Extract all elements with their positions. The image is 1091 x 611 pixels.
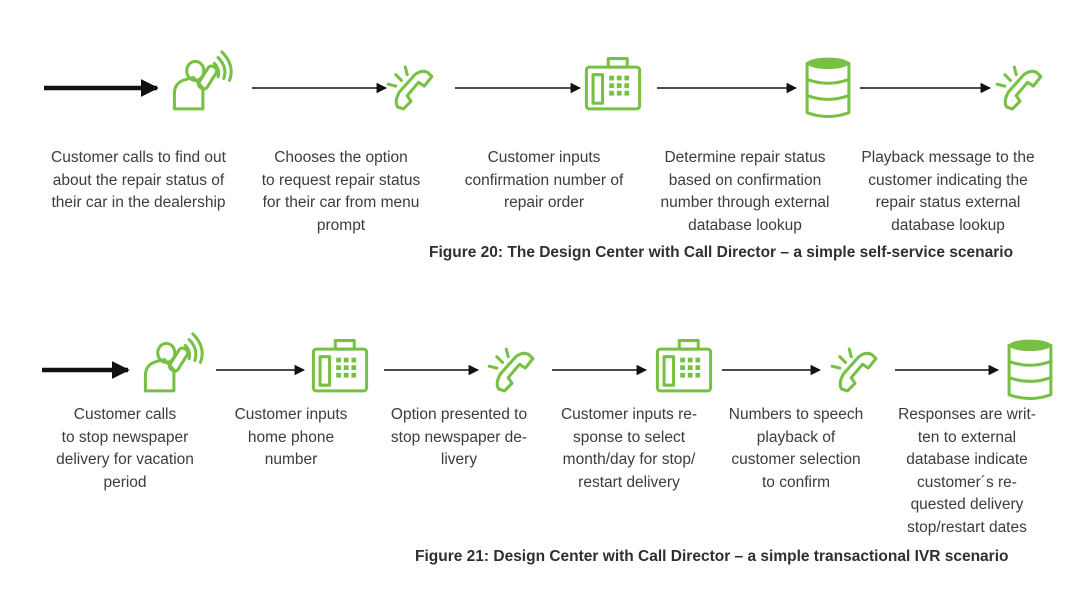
figure-21-step-6-text: Responses are writ- ten to external data… — [898, 406, 1036, 536]
figure-20-step-1-text: Customer calls to find out about the rep… — [51, 149, 226, 211]
figure-21-step-6-database-icon — [1007, 339, 1053, 401]
figure-21-step-1-caller-icon — [143, 332, 204, 393]
figure-21-step-4-text: Customer inputs re- sponse to select mon… — [560, 406, 698, 491]
figure-21-caption: Figure 21: Design Center with Call Direc… — [415, 548, 1009, 565]
figure-20-step-2-phone-ringing-icon — [386, 65, 434, 111]
figure-21-step-4-phone-keypad-icon — [655, 339, 713, 393]
figure-20-step-4-database-icon — [805, 57, 851, 119]
figure-20-step-5-phone-ringing-icon — [995, 65, 1043, 111]
figure-21-step-1-text: Customer calls to stop newspaper deliver… — [56, 406, 194, 491]
figure-21-step-5-text: Numbers to speech playback of customer s… — [728, 406, 864, 491]
figure-21-step-2-text: Customer inputs home phone number — [234, 406, 348, 468]
figure-20-step-3-text: Customer inputs confirmation number of r… — [464, 149, 624, 211]
figure-21-step-3-phone-ringing-icon — [487, 347, 535, 393]
figure-21-step-5-phone-ringing-icon — [830, 347, 878, 393]
figure-20-step-4-text: Determine repair status based on confirm… — [660, 149, 830, 234]
figure-20-step-5-text: Playback message to the customer indicat… — [861, 149, 1035, 234]
figure-21-step-3-text: Option presented to stop newspaper de- l… — [390, 406, 528, 468]
figure-20-step-3-phone-keypad-icon — [584, 57, 642, 111]
figure-20-caption: Figure 20: The Design Center with Call D… — [429, 244, 1014, 261]
figure-20-step-1-caller-icon — [172, 50, 233, 111]
figure-20-step-2-text: Chooses the option to request repair sta… — [261, 149, 421, 234]
figure-21-step-2-phone-keypad-icon — [311, 339, 369, 393]
